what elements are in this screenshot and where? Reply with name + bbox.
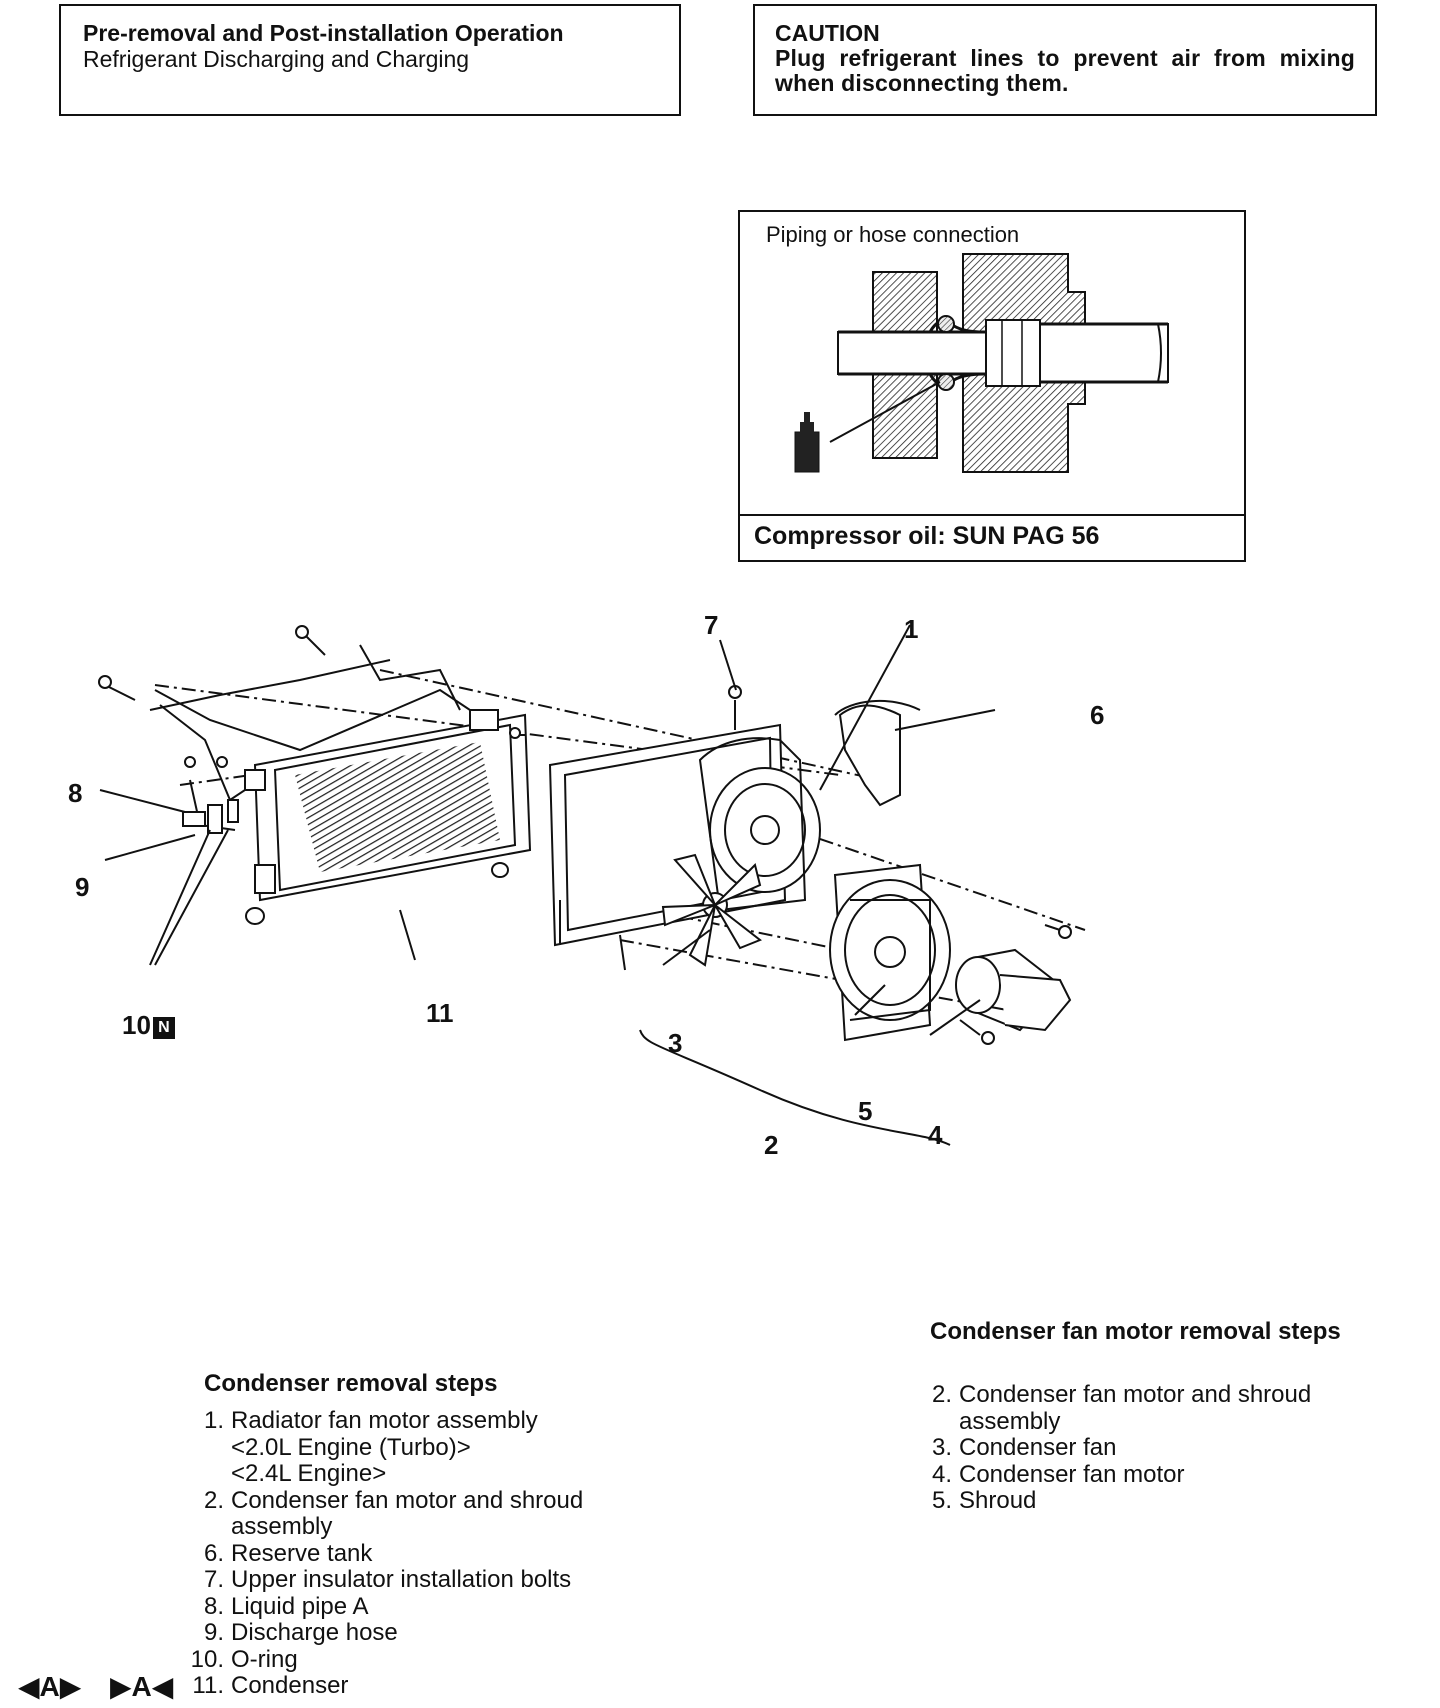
condenser-exploded-diagram bbox=[98, 624, 1086, 1146]
step-text: Shroud bbox=[959, 1487, 1037, 1514]
step-number: 10. bbox=[190, 1645, 224, 1673]
pre-removal-box: Pre-removal and Post-installation Operat… bbox=[59, 4, 681, 116]
fan-motor-steps-item: 3. Condenser fan bbox=[918, 1434, 1388, 1462]
condenser-steps-item: 6.Reserve tank bbox=[190, 1539, 660, 1568]
fan-motor-steps-item: 2. Condenser fan motor and shroud assembl… bbox=[918, 1381, 1388, 1435]
callout-3: 3 bbox=[668, 1028, 683, 1058]
callout-6: 6 bbox=[1090, 700, 1105, 730]
step-number: 8. bbox=[203, 1592, 224, 1620]
procedure-marker-a-removal: ◀A▶ bbox=[18, 1671, 82, 1702]
step-number: 2. bbox=[203, 1486, 224, 1514]
step-body: Condenser fan bbox=[959, 1434, 1117, 1462]
step-body: O-ring bbox=[231, 1645, 298, 1674]
callout-9: 9 bbox=[75, 872, 90, 902]
callout-7: 7 bbox=[704, 610, 719, 640]
callout-5: 5 bbox=[858, 1096, 873, 1126]
caution-title: CAUTION bbox=[775, 20, 880, 46]
callout-2: 2 bbox=[764, 1130, 779, 1160]
step-text: O-ring bbox=[231, 1645, 298, 1673]
step-body: Condenser fan motor bbox=[959, 1460, 1185, 1489]
step-subtext: <2.4L Engine> bbox=[231, 1460, 387, 1487]
fan-motor-steps-item: 4.Condenser fan motor bbox=[918, 1460, 1388, 1489]
step-number: 7. bbox=[203, 1566, 224, 1593]
step-text: Reserve tank bbox=[231, 1539, 373, 1567]
callout-10-number: 10 bbox=[122, 1010, 151, 1040]
condenser-steps-item: 2.Condenser fan motor and shroud assembl… bbox=[190, 1486, 660, 1541]
step-number: 4. bbox=[931, 1460, 952, 1488]
step-number: 9. bbox=[203, 1619, 224, 1646]
fan-motor-steps-list: 2. Condenser fan motor and shroud assembl… bbox=[918, 1381, 1388, 1515]
step-number: 1. bbox=[203, 1407, 224, 1434]
callout-1: 1 bbox=[904, 614, 919, 644]
step-body: Discharge hose bbox=[231, 1619, 398, 1647]
callout-11: 11 bbox=[426, 998, 454, 1028]
condenser-steps-list: 1. Radiator fan motor assembly<2.0L Engin… bbox=[190, 1407, 660, 1700]
step-body: Condenser fan motor and shroud assembly bbox=[231, 1486, 660, 1541]
step-body: Condenser bbox=[231, 1672, 349, 1700]
caution-box: CAUTION Plug refrigerant lines to preven… bbox=[753, 4, 1377, 116]
step-body: Condenser fan motor and shroud assembly bbox=[959, 1381, 1388, 1435]
fan-motor-steps-title: Condenser fan motor removal steps bbox=[930, 1318, 1341, 1345]
step-text: Condenser fan bbox=[959, 1434, 1117, 1461]
step-subtext: <2.0L Engine (Turbo)> bbox=[231, 1433, 471, 1461]
step-text: Condenser bbox=[231, 1672, 349, 1699]
step-number: 2. bbox=[931, 1381, 952, 1408]
step-body: Radiator fan motor assembly<2.0L Engine … bbox=[231, 1407, 538, 1488]
callout-4: 4 bbox=[928, 1120, 943, 1150]
pre-removal-title: Pre-removal and Post-installation Operat… bbox=[83, 20, 564, 46]
step-text: Condenser fan motor and shroud assembly bbox=[959, 1381, 1312, 1435]
step-number: 11. bbox=[192, 1672, 224, 1699]
condenser-steps-title: Condenser removal steps bbox=[204, 1370, 498, 1397]
condenser-steps-item: 11. Condenser bbox=[190, 1672, 660, 1700]
condenser-steps-item: 8.Liquid pipe A bbox=[190, 1592, 660, 1621]
step-text: Condenser fan motor bbox=[959, 1460, 1185, 1488]
callout-8: 8 bbox=[68, 778, 83, 808]
piping-label: Piping or hose connection bbox=[766, 222, 1020, 247]
new-part-badge: N bbox=[152, 1017, 175, 1039]
condenser-steps-item: 7. Upper insulator installation bolts bbox=[190, 1566, 660, 1594]
step-number: 6. bbox=[203, 1539, 224, 1567]
step-body: Upper insulator installation bolts bbox=[231, 1566, 572, 1594]
compressor-oil-spec: Compressor oil: SUN PAG 56 bbox=[740, 514, 1244, 560]
step-body: Liquid pipe A bbox=[231, 1592, 369, 1621]
step-text: Liquid pipe A bbox=[231, 1592, 369, 1620]
step-body: Shroud bbox=[959, 1487, 1037, 1515]
step-number: 5. bbox=[931, 1487, 952, 1514]
step-text: Discharge hose bbox=[231, 1619, 398, 1646]
condenser-steps-item: 9. Discharge hose bbox=[190, 1619, 660, 1647]
pre-removal-text: Refrigerant Discharging and Charging bbox=[83, 46, 470, 72]
step-body: Reserve tank bbox=[231, 1539, 373, 1568]
piping-connection-box: Piping or hose connection bbox=[738, 210, 1246, 562]
step-text: Radiator fan motor assembly bbox=[231, 1407, 538, 1434]
step-number: 3. bbox=[931, 1434, 952, 1461]
step-text: Condenser fan motor and shroud assembly bbox=[231, 1486, 584, 1540]
procedure-marker-a-installation: ▶A◀ bbox=[110, 1671, 174, 1702]
caution-text: Plug refrigerant lines to prevent air fr… bbox=[775, 45, 1355, 96]
condenser-steps-item: 1. Radiator fan motor assembly<2.0L Engin… bbox=[190, 1407, 660, 1488]
fan-motor-steps-item: 5. Shroud bbox=[918, 1487, 1388, 1515]
step-text: Upper insulator installation bolts bbox=[231, 1566, 572, 1593]
piping-connection-illustration bbox=[794, 253, 1169, 473]
condenser-steps-item: 10.O-ring bbox=[190, 1645, 660, 1674]
